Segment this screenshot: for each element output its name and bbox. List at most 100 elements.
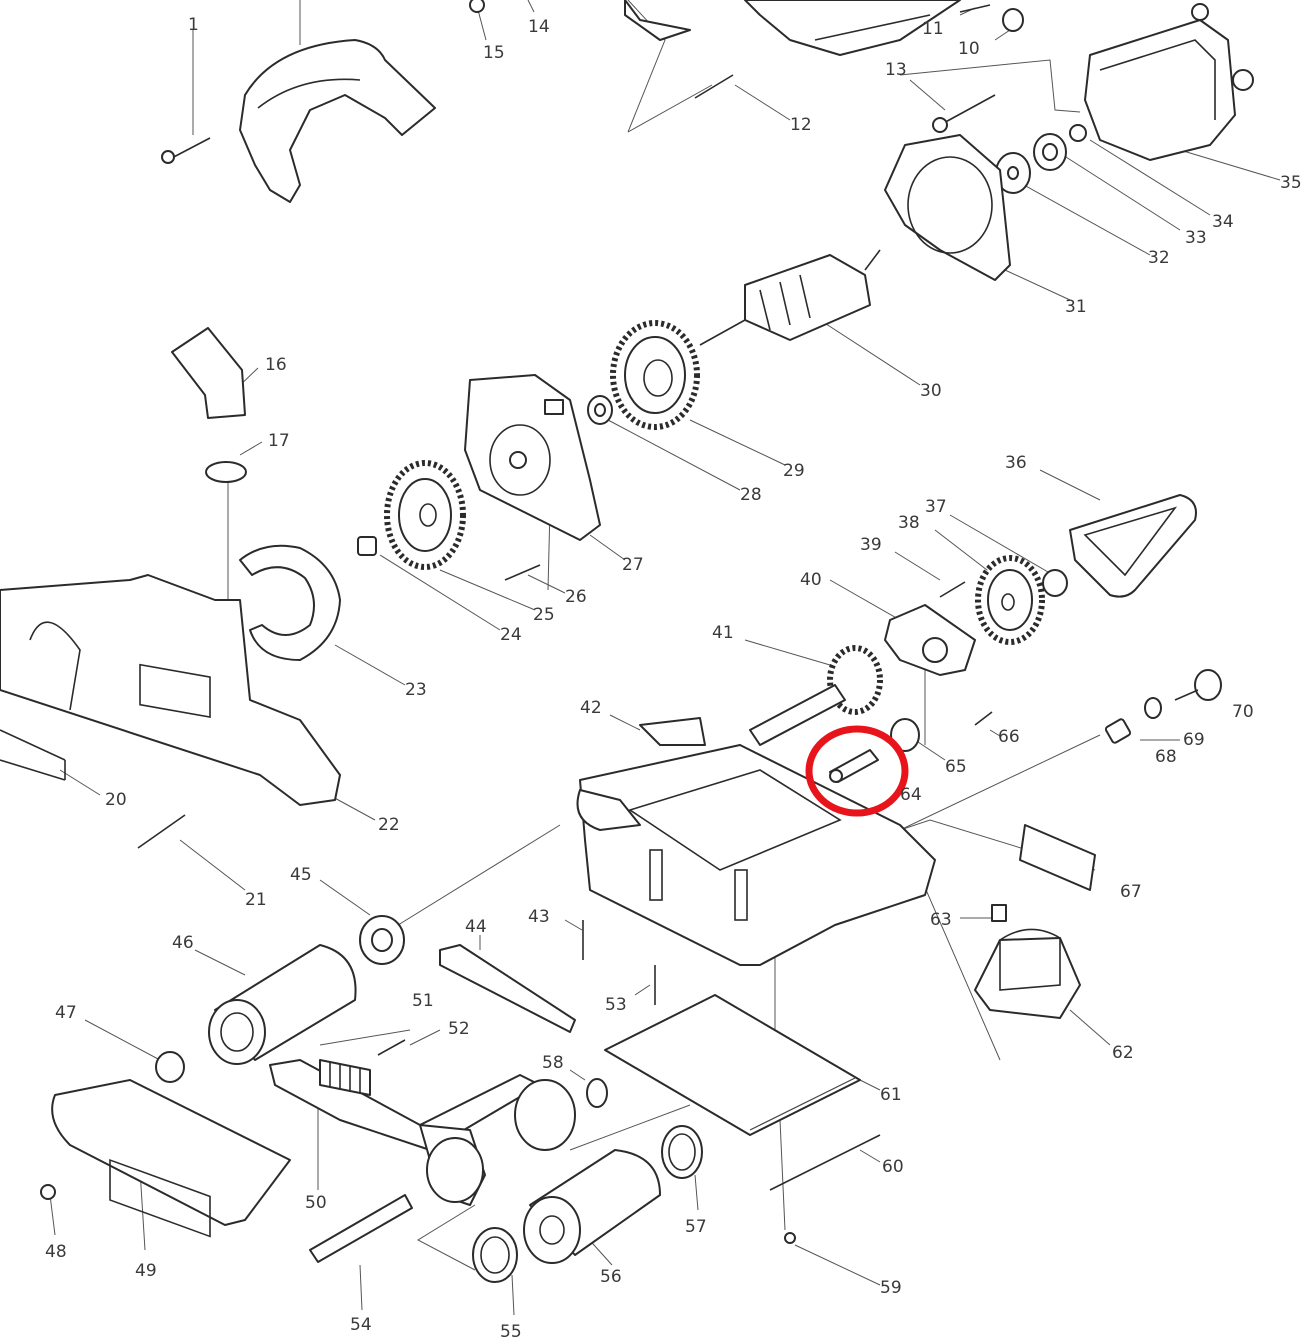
callout-24: 24 bbox=[500, 625, 522, 645]
callout-52: 52 bbox=[448, 1019, 470, 1039]
part-bearing-65 bbox=[890, 718, 920, 752]
part-baffle-31 bbox=[884, 134, 1011, 281]
callout-43: 43 bbox=[528, 907, 550, 927]
callout-40: 40 bbox=[800, 570, 822, 590]
callout-70: 70 bbox=[1232, 702, 1254, 722]
callout-63: 63 bbox=[930, 910, 952, 930]
callout-67: 67 bbox=[1120, 882, 1142, 902]
callout-23: 23 bbox=[405, 680, 427, 700]
callout-47: 47 bbox=[55, 1003, 77, 1023]
callout-11: 11 bbox=[922, 19, 944, 39]
callout-17: 17 bbox=[268, 431, 290, 451]
callout-30: 30 bbox=[920, 381, 942, 401]
callout-39: 39 bbox=[860, 535, 882, 555]
callout-48: 48 bbox=[45, 1242, 67, 1262]
part-screw-48 bbox=[40, 1184, 56, 1200]
callout-59: 59 bbox=[880, 1278, 902, 1298]
callout-21: 21 bbox=[245, 890, 267, 910]
part-bracket-40 bbox=[884, 604, 976, 676]
callout-68: 68 bbox=[1155, 747, 1177, 767]
callout-50: 50 bbox=[305, 1193, 327, 1213]
callout-10: 10 bbox=[958, 39, 980, 59]
callout-33: 33 bbox=[1185, 228, 1207, 248]
callout-42: 42 bbox=[580, 698, 602, 718]
part-platen-frame-42 bbox=[576, 717, 936, 966]
part-bearing-33 bbox=[1033, 133, 1067, 171]
callout-41: 41 bbox=[712, 623, 734, 643]
callout-28: 28 bbox=[740, 485, 762, 505]
part-pulley-38 bbox=[975, 555, 1045, 645]
part-screw-59 bbox=[784, 1232, 796, 1244]
part-bearing-47 bbox=[155, 1051, 185, 1083]
part-screw-11 bbox=[959, 4, 991, 13]
part-nut-10 bbox=[1002, 8, 1024, 32]
callout-35: 35 bbox=[1280, 173, 1302, 193]
part-ring-57 bbox=[661, 1125, 703, 1179]
part-dust-nozzle-16 bbox=[171, 327, 246, 419]
part-screw-21 bbox=[137, 814, 186, 849]
part-belt-36 bbox=[1069, 494, 1197, 598]
callout-56: 56 bbox=[600, 1267, 622, 1287]
callout-25: 25 bbox=[533, 605, 555, 625]
part-bearing-55 bbox=[472, 1227, 518, 1283]
part-dust-bag-base-62 bbox=[974, 928, 1081, 1019]
callout-65: 65 bbox=[945, 757, 967, 777]
part-gear-shaft-41 bbox=[749, 645, 883, 746]
part-screw-1 bbox=[161, 137, 211, 164]
part-rod-44 bbox=[439, 944, 576, 1033]
part-pin-60 bbox=[769, 1134, 881, 1191]
part-nut-68 bbox=[1104, 718, 1132, 744]
callout-34: 34 bbox=[1212, 212, 1234, 232]
part-washer-37 bbox=[1042, 569, 1068, 597]
part-idler-roller-56 bbox=[523, 1149, 661, 1264]
part-side-cover-49 bbox=[51, 1079, 291, 1238]
part-screw-13 bbox=[932, 94, 996, 133]
callout-16: 16 bbox=[265, 355, 287, 375]
part-bolt-66 bbox=[974, 711, 993, 726]
part-housing-20 bbox=[0, 574, 341, 806]
callout-12: 12 bbox=[790, 115, 812, 135]
callout-53-upper: 53 bbox=[605, 995, 627, 1015]
part-bolt-24 bbox=[357, 536, 377, 556]
callout-31: 31 bbox=[1065, 297, 1087, 317]
callout-44: 44 bbox=[465, 917, 487, 937]
callout-38: 38 bbox=[898, 513, 920, 533]
callout-69: 69 bbox=[1183, 730, 1205, 750]
callout-15: 15 bbox=[483, 43, 505, 63]
part-washer-58 bbox=[586, 1078, 608, 1108]
part-screw-12 bbox=[694, 74, 734, 99]
part-label-67 bbox=[1019, 824, 1096, 891]
part-pin-52 bbox=[377, 1039, 406, 1056]
part-drive-roller-46 bbox=[208, 944, 357, 1065]
callout-20: 20 bbox=[105, 790, 127, 810]
callout-49: 49 bbox=[135, 1261, 157, 1281]
callout-labels: 1 10 11 12 13 14 15 16 17 20 21 22 23 24… bbox=[45, 15, 1302, 1341]
part-top-housing bbox=[624, 0, 961, 56]
part-washer-69 bbox=[1144, 697, 1162, 719]
callout-60: 60 bbox=[882, 1157, 904, 1177]
callout-54: 54 bbox=[350, 1315, 372, 1335]
callout-58: 58 bbox=[542, 1053, 564, 1073]
part-ring-17 bbox=[205, 461, 247, 483]
callout-27: 27 bbox=[622, 555, 644, 575]
part-screw-39 bbox=[939, 581, 966, 598]
callout-45: 45 bbox=[290, 865, 312, 885]
part-handle-cover-2 bbox=[239, 39, 436, 203]
callout-46: 46 bbox=[172, 933, 194, 953]
part-bolt-15 bbox=[469, 0, 485, 13]
callout-29: 29 bbox=[783, 461, 805, 481]
part-fan-25 bbox=[384, 460, 466, 570]
part-bolt-63 bbox=[991, 904, 1007, 922]
part-bearing-45 bbox=[359, 915, 405, 965]
callout-62: 62 bbox=[1112, 1043, 1134, 1063]
callout-13: 13 bbox=[885, 60, 907, 80]
part-screw-26 bbox=[504, 564, 541, 581]
part-shaft-54 bbox=[309, 1194, 413, 1263]
part-bearing-34 bbox=[1069, 124, 1087, 142]
callout-36: 36 bbox=[1005, 453, 1027, 473]
callout-55: 55 bbox=[500, 1322, 522, 1341]
part-plate-61 bbox=[604, 994, 861, 1136]
highlight-circle bbox=[805, 725, 909, 817]
part-gear-housing-27 bbox=[464, 374, 601, 541]
